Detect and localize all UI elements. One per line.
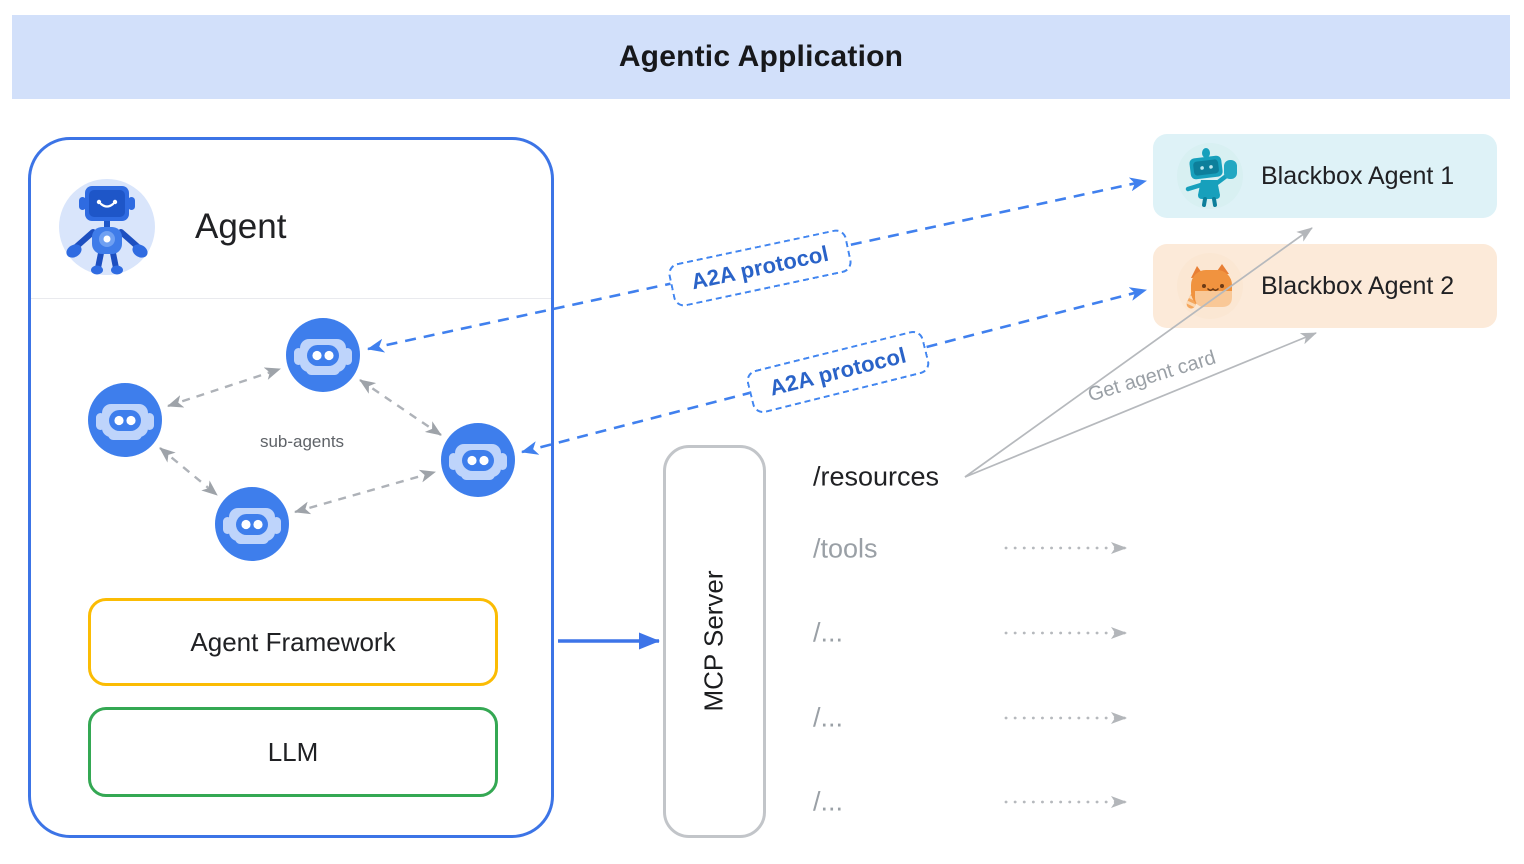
endpoint-tools: /tools (813, 533, 878, 564)
get-agent-card-label: Get agent card (1085, 346, 1219, 407)
a2a-protocol-label-2: A2A protocol (767, 342, 909, 401)
agent-framework-box: Agent Framework (88, 598, 498, 686)
sub-agent-robot-icon (88, 383, 162, 457)
blackbox-agent-1-label: Blackbox Agent 1 (1261, 161, 1455, 190)
endpoint-other-1: /... (813, 617, 844, 648)
agent-robot-icon (59, 179, 155, 275)
agent-title: Agent (195, 207, 287, 246)
agent-framework-label: Agent Framework (190, 626, 396, 657)
sub-agents-label: sub-agents (259, 432, 345, 451)
teal-robot-icon (1177, 143, 1243, 209)
sub-agent-robot-icon (441, 423, 515, 497)
agent-header-divider (31, 298, 551, 299)
mcp-server-label: MCP Server (698, 570, 729, 712)
sub-agent-robot-icon (286, 318, 360, 392)
page-title: Agentic Application (618, 40, 904, 73)
mcp-server-box (663, 445, 766, 838)
llm-box: LLM (88, 707, 498, 797)
blackbox-agent-1-card: Blackbox Agent 1 (1153, 134, 1497, 218)
a2a-protocol-label-1: A2A protocol (688, 240, 831, 295)
sub-agent-robot-icon (215, 487, 289, 561)
endpoint-resources: /resources (813, 461, 940, 492)
a2a-protocol-tag-2: A2A protocol (744, 328, 932, 416)
endpoint-other-3: /... (813, 786, 844, 817)
diagram-header: Agentic Application (12, 15, 1510, 99)
llm-label: LLM (267, 736, 319, 767)
a2a-protocol-tag-1: A2A protocol (666, 227, 854, 309)
get-agent-card-arrow-2 (964, 332, 1317, 478)
orange-cat-icon (1177, 253, 1243, 319)
blackbox-agent-2-label: Blackbox Agent 2 (1261, 271, 1455, 300)
endpoint-other-2: /... (813, 702, 844, 733)
blackbox-agent-2-card: Blackbox Agent 2 (1153, 244, 1497, 328)
